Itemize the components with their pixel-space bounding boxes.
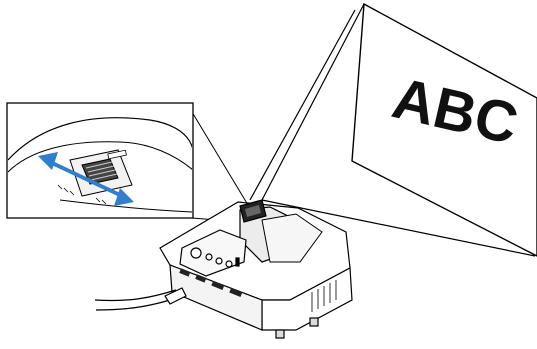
projector-foot <box>310 318 318 326</box>
zoom-callout <box>7 103 193 218</box>
power-cable-icon <box>95 288 186 310</box>
projection-screen: ABC <box>352 4 537 256</box>
projector <box>160 200 352 338</box>
projector-foot <box>276 330 284 338</box>
